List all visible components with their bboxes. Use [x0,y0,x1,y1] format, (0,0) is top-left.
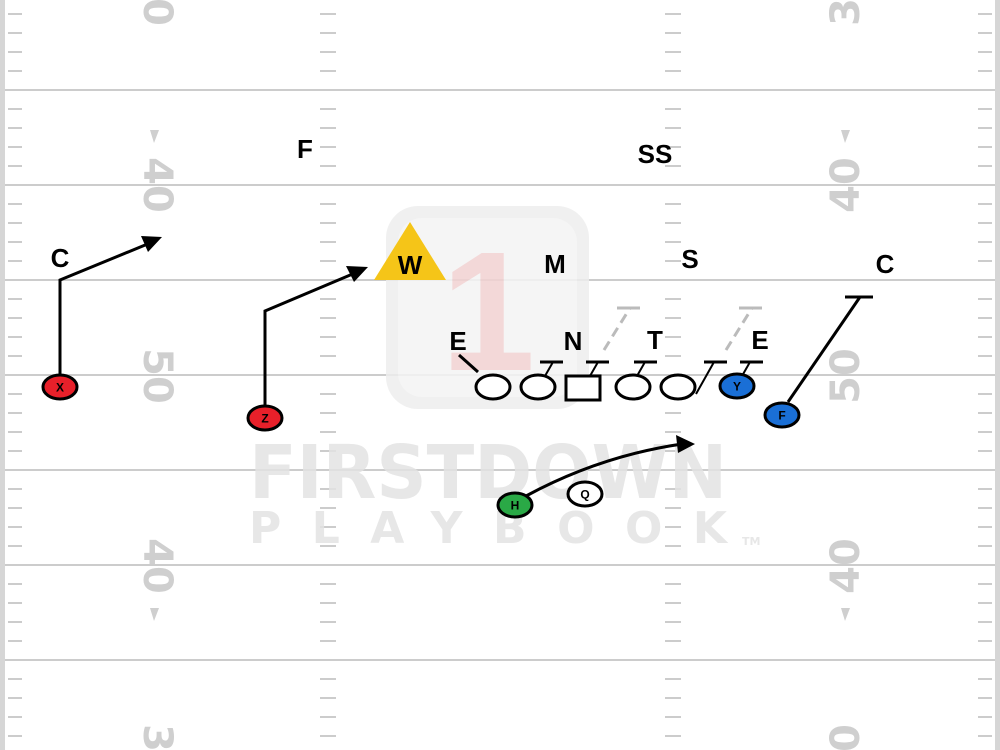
will-triangle-icon [374,222,446,280]
yard-number-fifty-right: 50 [823,348,869,404]
defense-label-tackle: T [647,325,663,355]
tackle-slant [636,361,646,377]
defense-label-mike: M [544,249,566,279]
player-z: Z [246,404,284,432]
player-f-label: F [778,409,785,423]
end-left-block-line [457,353,480,374]
player-q: Q [566,480,604,508]
defense-label-free-safety: F [297,134,313,164]
defense-label-end-right: E [751,325,768,355]
player-q-marker [566,480,604,508]
player-x: X [41,373,79,401]
h-route-arrow-icon [676,435,695,453]
player-h-marker [496,491,534,519]
defense-labels: F SS C W M S C E N T E [51,134,895,356]
yard-numbers: 0 3 40 40 50 50 40 40 3 0 [134,0,869,750]
yard-number-top-right: 3 [823,0,869,26]
defense-label-nose: N [564,326,583,356]
defense-label-sam: S [681,244,698,274]
defense-label-will: W [398,250,423,280]
player-f-marker [763,401,801,429]
yard-number-bottom-right: 0 [823,724,869,750]
direction-arrow-icon [150,130,159,143]
player-z-marker [246,404,284,432]
sideline-right [995,0,1000,750]
player-f: F [763,401,801,429]
x-route-arrow-icon [141,236,162,252]
defense-label-strong-safety: SS [638,139,673,169]
defense-label-corner-left: C [51,243,70,273]
x-route [58,241,151,375]
left-tackle [474,373,512,401]
yard-number-top-left: 0 [134,0,180,26]
yard-number-forty-lower-left: 40 [134,538,180,594]
sideline-left [0,0,5,750]
player-y-marker [718,372,756,400]
watermark-trademark: TM [742,535,760,548]
defensive-line-markers [457,306,763,395]
yard-number-forty-upper-left: 40 [134,157,180,213]
watermark-brand-line1: FIRSTDOWN [249,430,727,516]
defense-label-corner-right: C [876,249,895,279]
defense-label-end-left: E [449,326,466,356]
watermark-logo-inner [398,218,577,397]
nose-right-slant [589,361,599,377]
dashed-assignment-left [602,307,632,351]
yard-number-forty-lower-right: 40 [823,538,869,594]
offensive-line [474,373,697,402]
right-guard [614,373,652,401]
direction-arrow-icon [841,130,850,143]
hash-marks [8,13,992,737]
player-z-label: Z [261,412,268,426]
dashed-assignment-right [724,307,754,351]
yard-number-forty-upper-right: 40 [823,157,869,213]
player-y-label: Y [733,380,741,394]
end-right-slant-a [695,361,715,395]
player-h: H [496,491,534,519]
player-y: Y [718,372,756,400]
player-x-marker [41,373,79,401]
left-guard [519,373,557,401]
z-route [263,271,356,408]
h-route [525,442,683,498]
direction-arrow-icon [150,608,159,621]
direction-arrow-icon [841,608,850,621]
player-h-label: H [511,499,520,513]
nose-left-slant [544,361,554,377]
player-q-label: Q [580,488,589,502]
yard-number-fifty-left: 50 [134,348,180,404]
yard-number-bottom-left: 3 [134,724,180,750]
player-x-label: X [56,381,64,395]
z-route-arrow-icon [346,266,368,282]
right-tackle [659,373,697,401]
f-route [786,296,862,403]
routes [58,236,873,498]
center [564,374,602,402]
